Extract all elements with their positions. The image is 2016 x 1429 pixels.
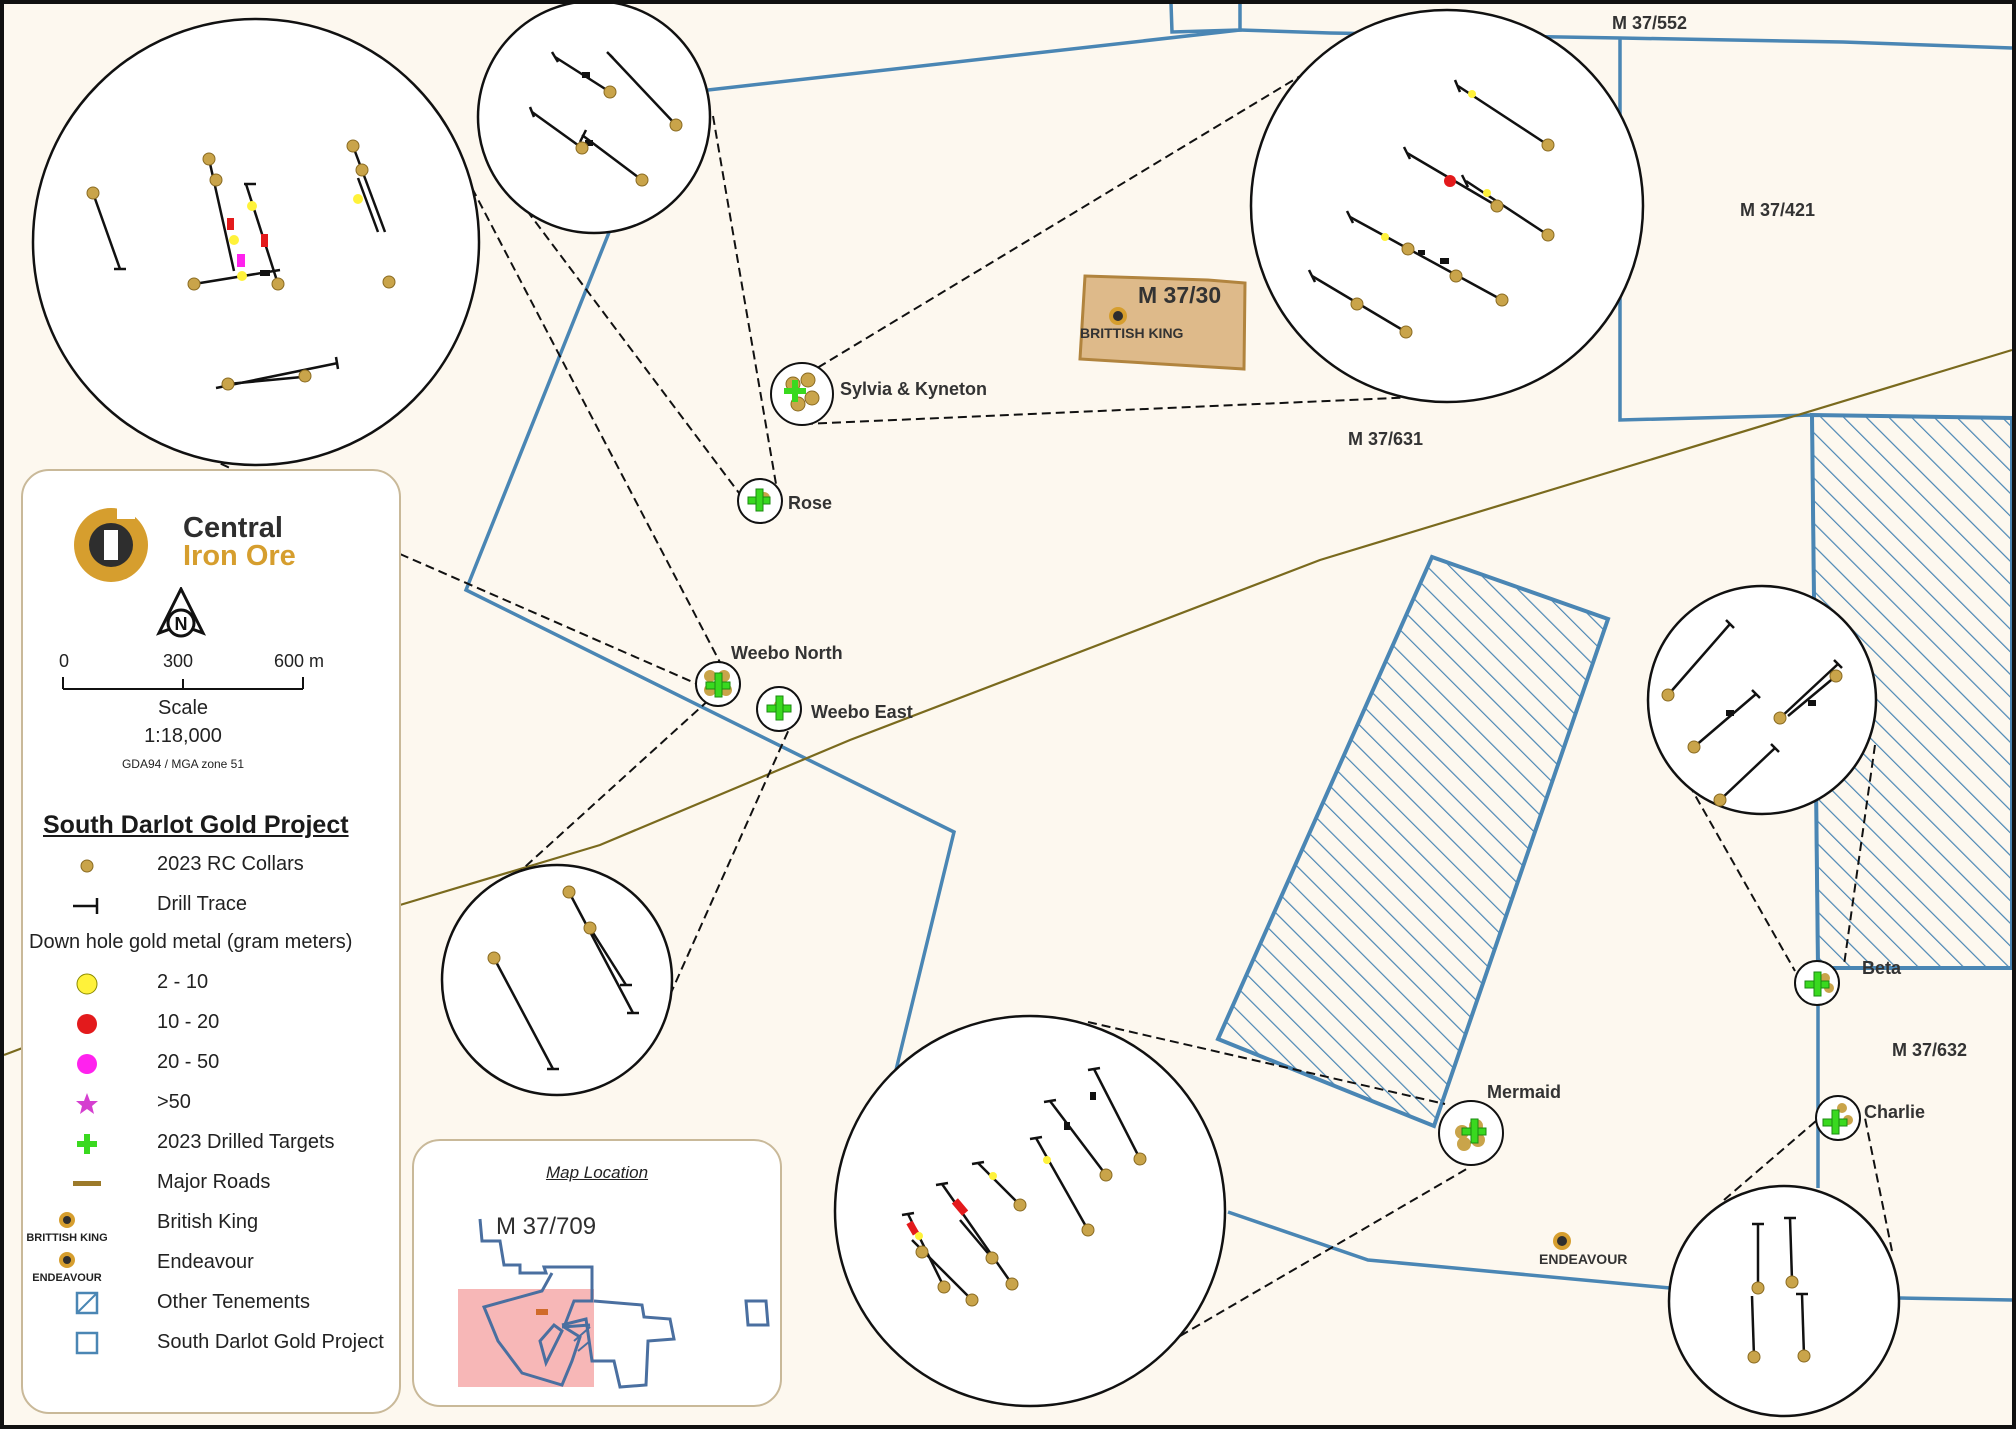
legend-row-grade-2-10: 2 - 10 <box>23 967 403 1001</box>
british-king-label: BRITTISH KING <box>1080 325 1184 341</box>
target-weebo-north[interactable] <box>695 661 741 707</box>
site-label-sylvia-kyneton: Sylvia & Kyneton <box>840 379 987 399</box>
zoom-circle-detail-1[interactable] <box>31 17 481 467</box>
endeavour-legend-icon: ENDEAVOUR <box>32 1252 102 1284</box>
zoom-circle-detail-6[interactable] <box>1646 584 1878 816</box>
brand-name-line1: Central <box>183 512 283 544</box>
legend-row-other-tenements: Other Tenements <box>23 1287 403 1321</box>
british-king-legend-icon: BRITTISH KING <box>26 1212 108 1244</box>
target-charlie[interactable] <box>1815 1095 1861 1141</box>
site-label-charlie: Charlie <box>1864 1102 1925 1122</box>
endeavour-label: ENDEAVOUR <box>1539 1251 1627 1267</box>
target-sylvia-kyneton[interactable] <box>770 362 834 426</box>
grade-10-20-icon <box>77 1014 97 1034</box>
endeavour-icon <box>1553 1232 1571 1250</box>
collar-icon <box>80 859 94 873</box>
svg-text:ENDEAVOUR: ENDEAVOUR <box>32 1272 102 1284</box>
site-label-mermaid: Mermaid <box>1487 1082 1561 1102</box>
hatched-square-icon <box>75 1291 99 1315</box>
drill-trace-icon <box>73 898 99 914</box>
british-king-icon <box>1109 307 1127 325</box>
legend-row-grade-20-50: 20 - 50 <box>23 1047 403 1081</box>
brand-name-line2: Iron Ore <box>183 540 296 572</box>
site-label-rose: Rose <box>788 493 832 513</box>
legend-row-collars: 2023 RC Collars <box>23 849 403 883</box>
legend-row-grade-10-20: 10 - 20 <box>23 1007 403 1041</box>
scale-ratio: 1:18,000 <box>144 725 222 747</box>
legend-row-grade-gt-50: >50 <box>23 1087 403 1121</box>
central-iron-ore-logo-icon <box>74 505 148 582</box>
legend-title: South Darlot Gold Project <box>43 811 349 839</box>
zoom-circle-detail-2[interactable] <box>476 0 712 235</box>
tenement-label-m37-632: M 37/632 <box>1892 1040 1967 1060</box>
target-beta[interactable] <box>1794 960 1840 1006</box>
site-label-weebo-east: Weebo East <box>811 702 913 722</box>
zoom-leader-lines <box>169 57 1893 1344</box>
svg-text:BRITTISH KING: BRITTISH KING <box>26 1232 107 1244</box>
legend-panel: Central Iron Ore N 0 300 600 m Scale 1:1… <box>21 469 401 1414</box>
square-outline-icon <box>75 1331 99 1355</box>
legend-row-drill-trace: Drill Trace <box>23 889 403 923</box>
inset-title: Map Location <box>545 1163 649 1182</box>
plus-target-icon <box>77 1134 97 1154</box>
other-tenement-hatched-center[interactable] <box>1215 554 1611 1129</box>
north-arrow-icon: N <box>155 587 207 638</box>
target-mermaid[interactable] <box>1438 1100 1504 1166</box>
map-projection: GDA94 / MGA zone 51 <box>121 757 245 771</box>
legend-row-british-king: BRITTISH KING British King <box>23 1207 403 1244</box>
scale-tick-600: 600 m <box>274 651 325 671</box>
map-location-inset: Map Location M 37/709 <box>412 1139 782 1407</box>
zoom-circle-detail-3[interactable] <box>1249 8 1645 404</box>
tenement-label-m37-421: M 37/421 <box>1740 200 1815 220</box>
scale-title: Scale <box>157 697 209 719</box>
grade-20-50-icon <box>77 1054 97 1074</box>
british-king-property[interactable] <box>1078 274 1247 371</box>
legend-row-project: South Darlot Gold Project <box>23 1327 403 1361</box>
target-weebo-east[interactable] <box>756 686 802 732</box>
inset-map <box>458 1218 770 1389</box>
grade-2-10-icon <box>76 973 98 995</box>
legend-row-roads: Major Roads <box>23 1167 403 1201</box>
zoom-circle-detail-4[interactable] <box>440 863 674 1097</box>
tenement-label-m37-631: M 37/631 <box>1348 429 1423 449</box>
legend-row-gold-heading: Down hole gold metal (gram meters) <box>29 931 353 953</box>
north-arrow-letter: N <box>175 614 188 634</box>
inset-tenement-label: M 37/709 <box>496 1213 597 1240</box>
legend-row-targets: 2023 Drilled Targets <box>23 1127 403 1161</box>
scale-tick-0: 0 <box>59 651 70 671</box>
star-icon <box>76 1093 98 1114</box>
legend-row-endeavour: ENDEAVOUR Endeavour <box>23 1247 403 1284</box>
tenement-label-m37-552: M 37/552 <box>1612 13 1687 33</box>
target-rose[interactable] <box>737 478 783 524</box>
site-label-beta: Beta <box>1862 958 1902 978</box>
road-icon <box>73 1181 101 1186</box>
zoom-circle-detail-7[interactable] <box>1667 1184 1901 1418</box>
scale-bar <box>62 677 304 690</box>
zoom-circle-detail-5[interactable] <box>833 1014 1227 1408</box>
tenement-label-m37-30: M 37/30 <box>1138 282 1221 308</box>
site-label-weebo-north: Weebo North <box>731 643 843 663</box>
scale-tick-300: 300 <box>163 651 194 671</box>
